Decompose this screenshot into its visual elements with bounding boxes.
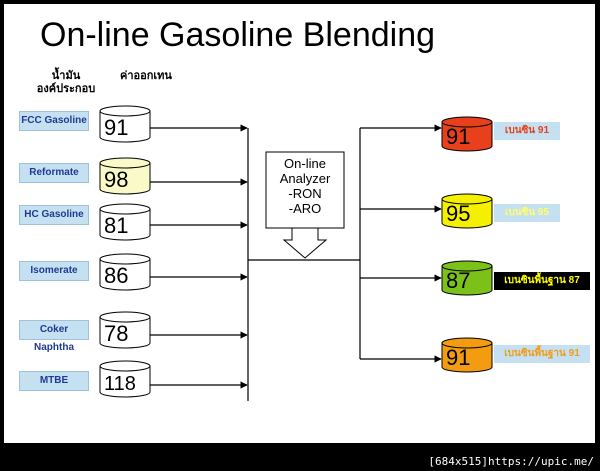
output-tank-body [441,199,493,229]
input-tank-value: 78 [104,321,128,346]
connector-lines [150,124,442,401]
output-label: เบนซิน 91 [494,122,560,140]
input-label: HC Gasoline [19,205,89,225]
slide-title: On-line Gasoline Blending [40,16,436,54]
input-label: MTBE [19,371,89,391]
input-tank: 86 [99,253,151,291]
component-header-line2: องค์ประกอบ [36,83,96,95]
input-tank: 91 [99,105,151,143]
output-tank-value: 91 [446,124,470,149]
input-label: FCC Gasoline [19,111,89,131]
input-tank-top [99,203,151,215]
slide: On-line Gasoline Blending น้ำมัน องค์ประ… [4,4,595,443]
output-tanks: 91 95 87 91 [441,116,493,373]
output-tank-value: 95 [446,201,470,226]
output-label: เบนซิน 95 [494,204,560,222]
input-tank-body [99,317,151,349]
analyzer-box [265,151,345,229]
analyzer-label: On-line Analyzer -RON -ARO [266,156,344,216]
output-tank-value: 91 [446,345,470,370]
input-label: Coker Naphtha [19,320,89,353]
input-tank-body [99,111,151,143]
output-tank-body [441,343,493,373]
component-header: น้ำมัน องค์ประกอบ [26,70,106,96]
analyzer-line1: On-line [284,156,326,171]
input-tank-value: 86 [104,263,128,288]
input-tank-top [99,157,151,169]
component-header-line1: น้ำมัน [51,70,81,82]
input-tank: 98 [99,157,151,195]
output-tank-top [441,337,493,349]
output-tank-top [441,116,493,128]
input-tank-value: 98 [104,167,128,192]
output-tank-body [441,122,493,152]
input-tank-value: 91 [104,115,128,140]
output-tank-body [441,266,493,296]
output-tank: 91 [441,337,493,373]
watermark: [684x515]https://upic.me/ [428,455,594,468]
input-tank: 78 [99,311,151,349]
output-tank-top [441,260,493,272]
input-tank-body [99,366,151,398]
analyzer-block [265,151,345,259]
input-tank-top [99,360,151,372]
input-label: Isomerate [19,261,89,281]
analyzer-line2: Analyzer [279,171,331,186]
output-tank: 91 [441,116,493,152]
input-tank-top [99,253,151,265]
blending-diagram: 91 98 81 86 78 118 91 95 87 91 [99,105,493,401]
input-tank-top [99,311,151,323]
input-tank-body [99,259,151,291]
analyzer-line4: -ARO [288,201,322,216]
input-tank-value: 118 [104,373,136,395]
input-tank-body [99,163,151,195]
input-tank-top [99,105,151,117]
output-label: เบนซินพื้นฐาน 87 [494,272,590,290]
output-tank: 95 [441,193,493,229]
input-tanks: 91 98 81 86 78 118 [99,105,151,398]
output-label: เบนซินพื้นฐาน 91 [494,345,590,363]
input-tank-body [99,209,151,241]
octane-header: ค่าออกเทน [120,70,172,82]
analyzer-line3: -RON [288,186,322,201]
analyzer-down-arrow-icon [282,227,328,259]
input-tank-value: 81 [104,213,128,238]
input-label: Reformate [19,163,89,183]
output-tank-top [441,193,493,205]
output-tank: 87 [441,260,493,296]
input-tank: 118 [99,360,151,398]
output-tank-value: 87 [446,268,470,293]
input-tank: 81 [99,203,151,241]
